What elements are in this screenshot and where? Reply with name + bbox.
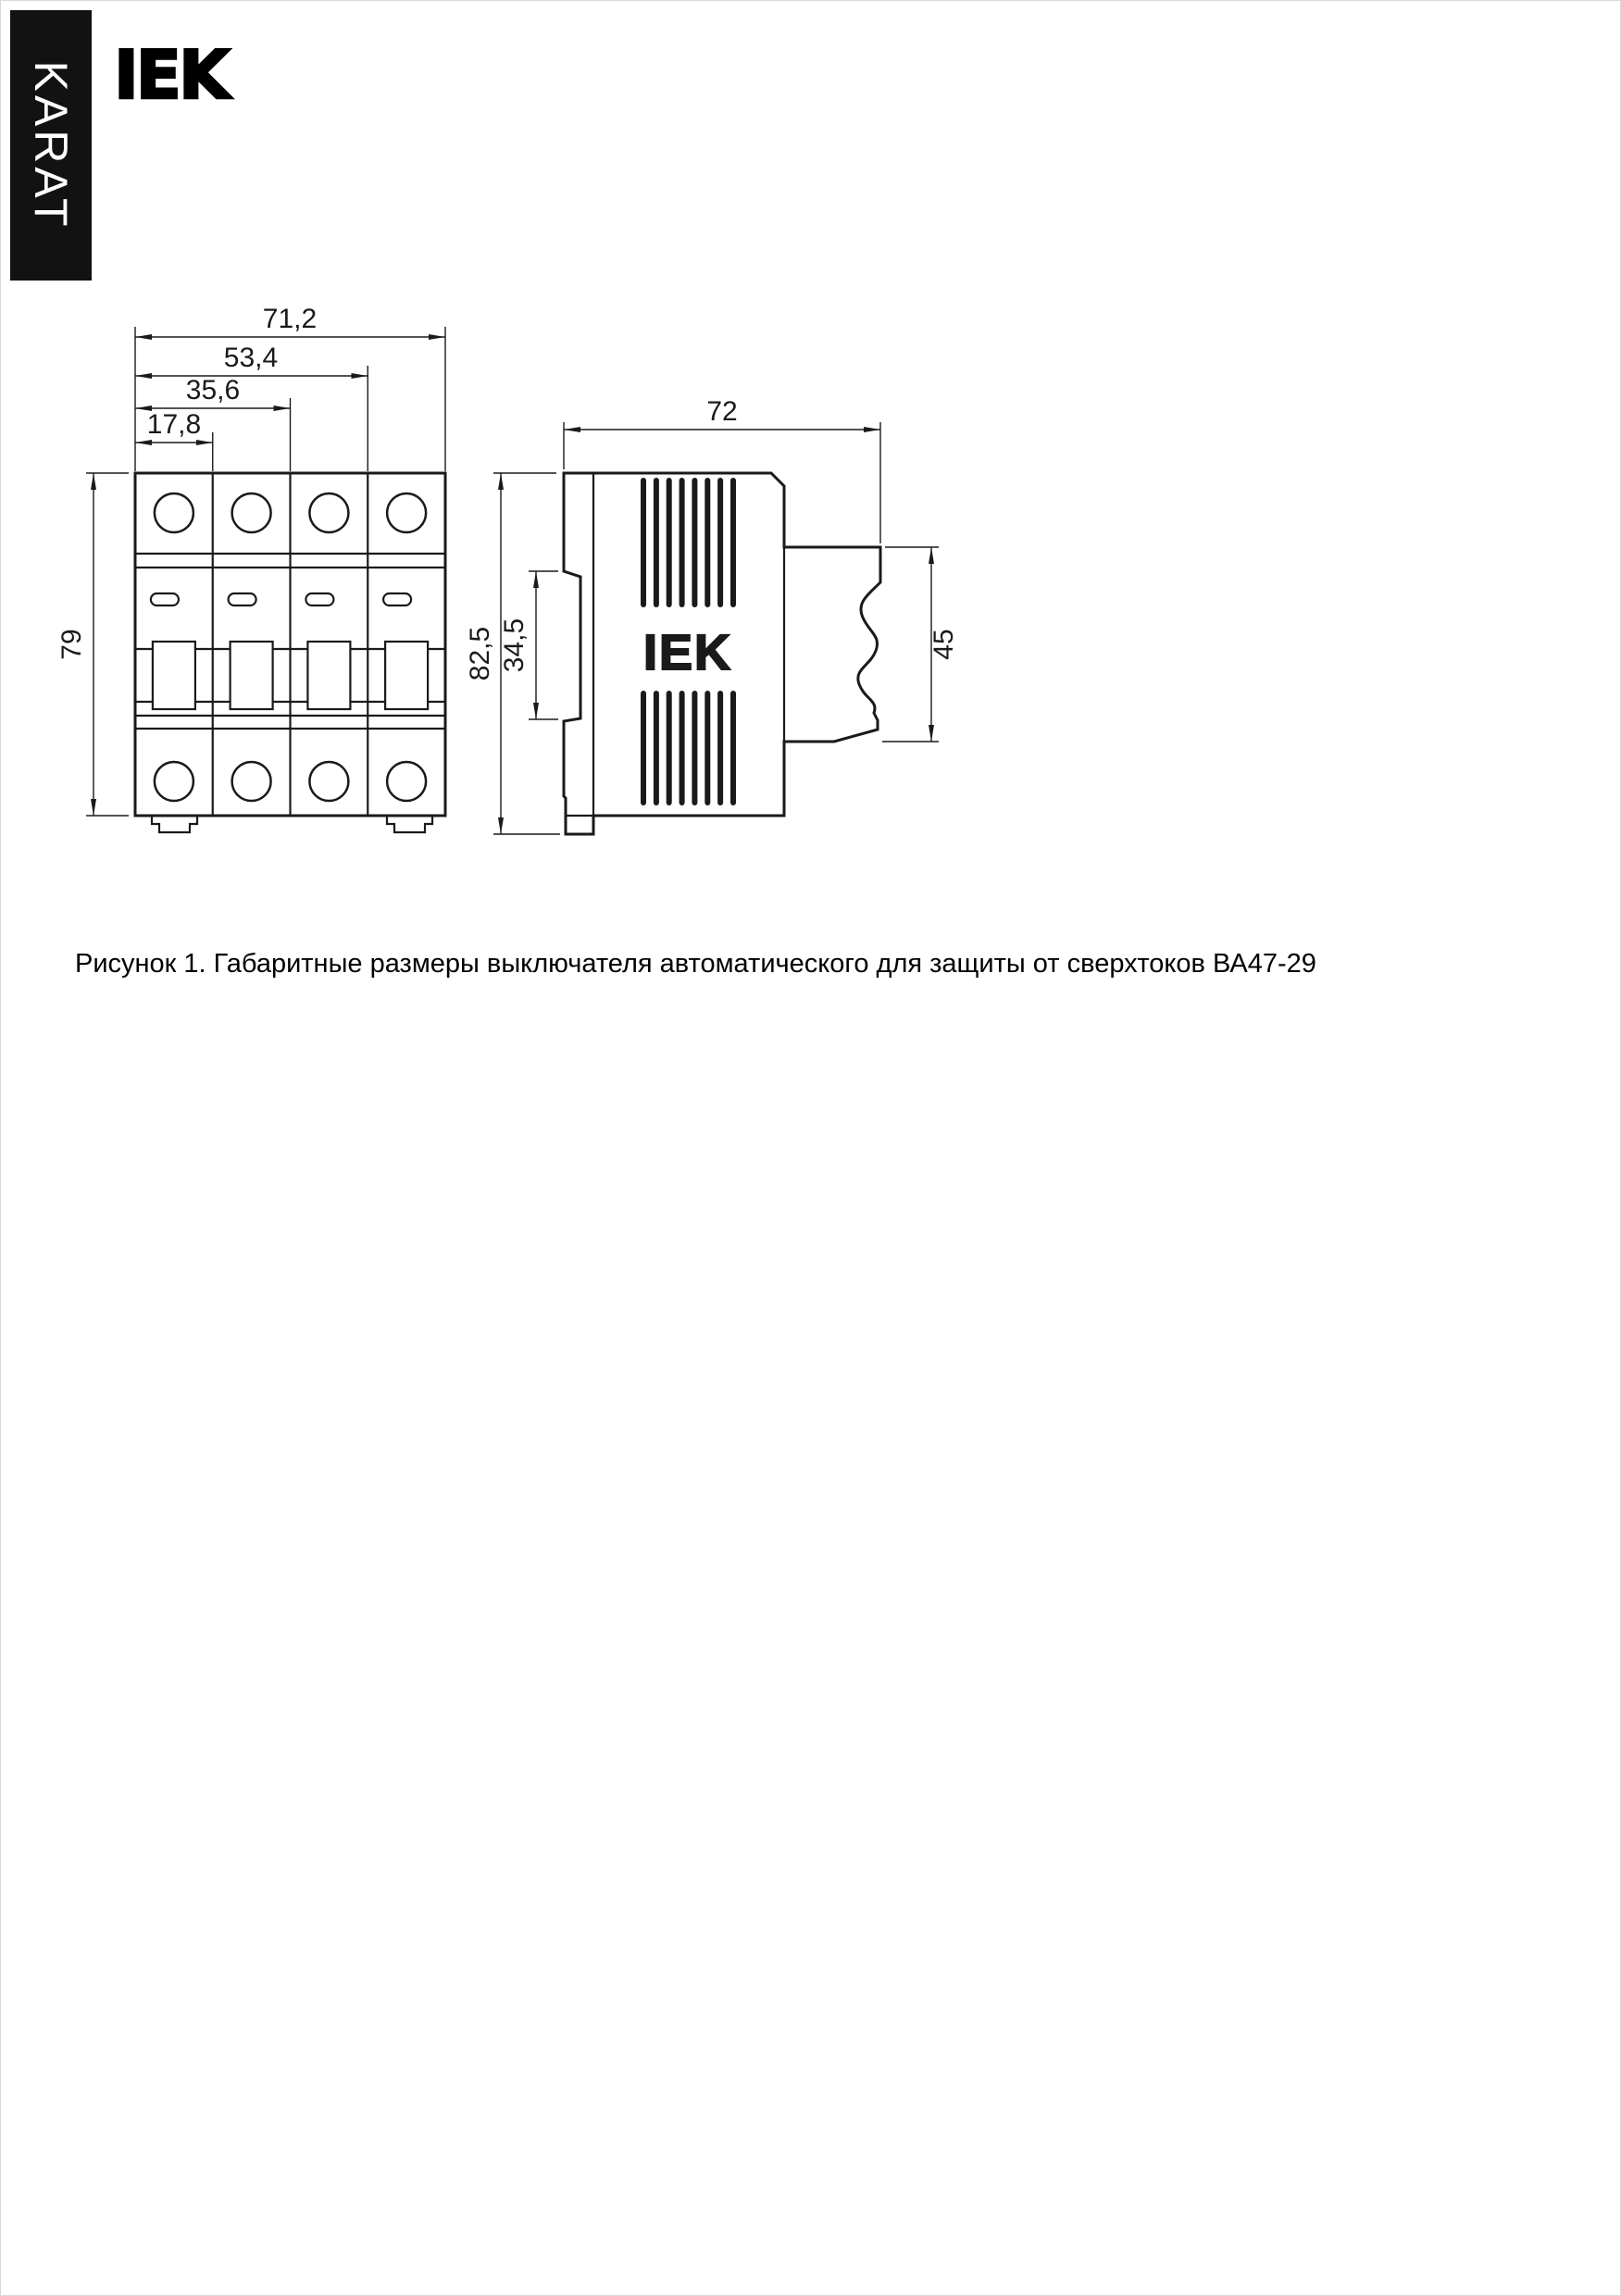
terminal-screws-top [153,492,428,534]
dim-label-width-one: 17,8 [147,409,201,440]
front-view-drawing [133,471,447,834]
dim-label-height-body: 79 [56,629,87,659]
front-view-dimensions: 71,2 53,4 35,6 17,8 79 [56,304,446,817]
dim-label-width-total: 71,2 [263,304,317,334]
side-view-iek-logo: IEK [643,625,732,680]
ventilation-slots-top [641,478,736,607]
dim-label-depth-total: 72 [706,396,737,427]
karat-series-banner: KARAT [10,10,92,281]
dim-label-din-slot: 34,5 [499,618,530,672]
dim-label-front-height: 45 [929,629,959,659]
mounting-tabs [150,816,434,834]
side-view-drawing: IEK [562,471,882,836]
label-windows [149,592,413,607]
dim-label-height-total: 82,5 [465,627,495,680]
ventilation-slots-bottom [641,691,736,805]
dim-label-width-three: 53,4 [224,343,278,373]
toggle-levers [151,640,430,711]
side-view-dimensions: 72 82,5 34,5 45 [465,396,959,835]
iek-logo: IEK [113,36,231,114]
karat-series-label: KARAT [25,60,77,231]
terminal-screws-bottom [153,760,428,803]
figure-caption: Рисунок 1. Габаритные размеры выключател… [75,949,1316,979]
dim-label-width-two: 35,6 [186,375,240,406]
